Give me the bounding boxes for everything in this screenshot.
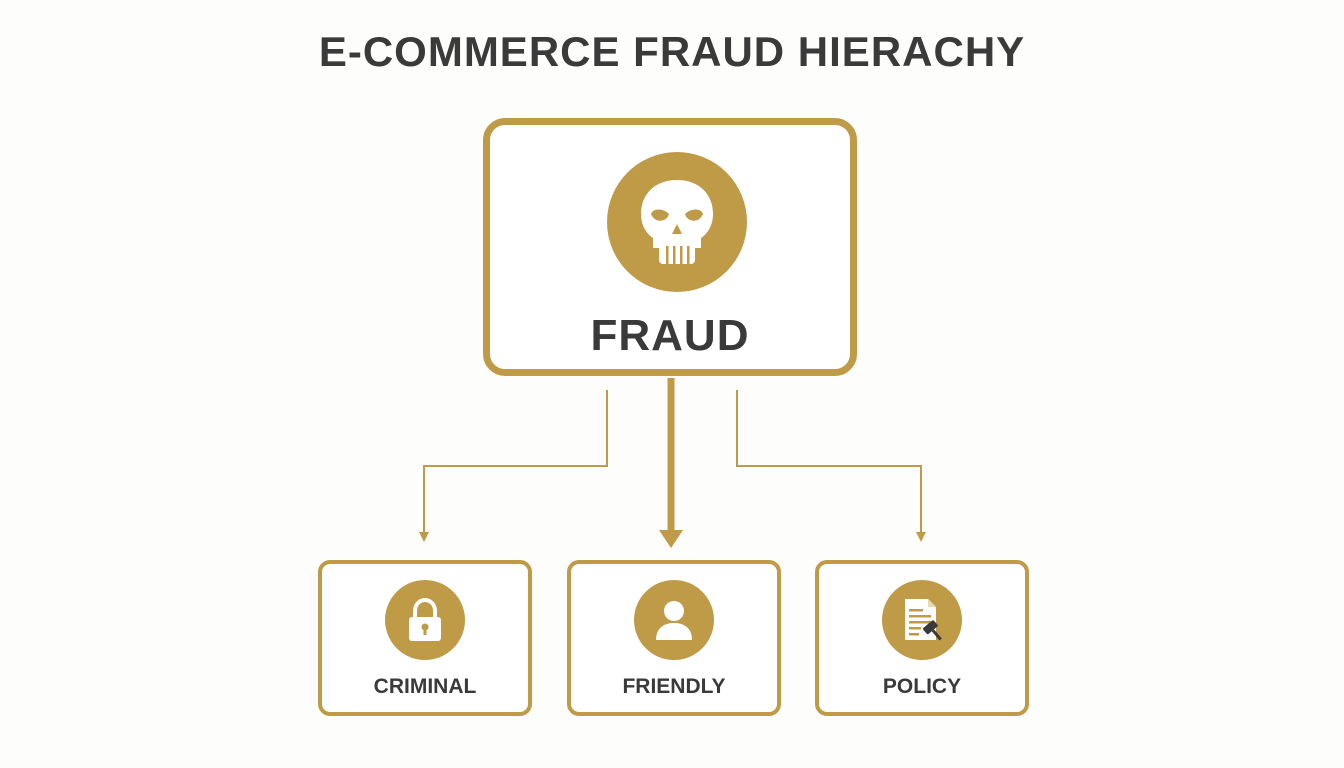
child-node-criminal: CRIMINAL	[318, 560, 532, 716]
arrowhead-right	[916, 532, 926, 542]
child-label-criminal: CRIMINAL	[373, 675, 477, 698]
arrowhead-left	[419, 532, 429, 542]
connector-left	[423, 390, 608, 534]
arrowhead-center	[659, 530, 683, 548]
diagram-title: E-COMMERCE FRAUD HIERACHY	[318, 28, 1026, 75]
document-gavel-icon	[882, 580, 962, 660]
root-node-fraud: FRAUD	[483, 118, 857, 376]
child-label-friendly: FRIENDLY	[622, 675, 726, 698]
connector-right	[736, 390, 922, 534]
child-label-policy: POLICY	[882, 675, 962, 698]
child-node-policy: POLICY	[815, 560, 1029, 716]
skull-icon	[607, 152, 747, 292]
root-label: FRAUD	[590, 311, 750, 360]
user-icon	[634, 580, 714, 660]
padlock-icon	[385, 580, 465, 660]
child-node-friendly: FRIENDLY	[567, 560, 781, 716]
